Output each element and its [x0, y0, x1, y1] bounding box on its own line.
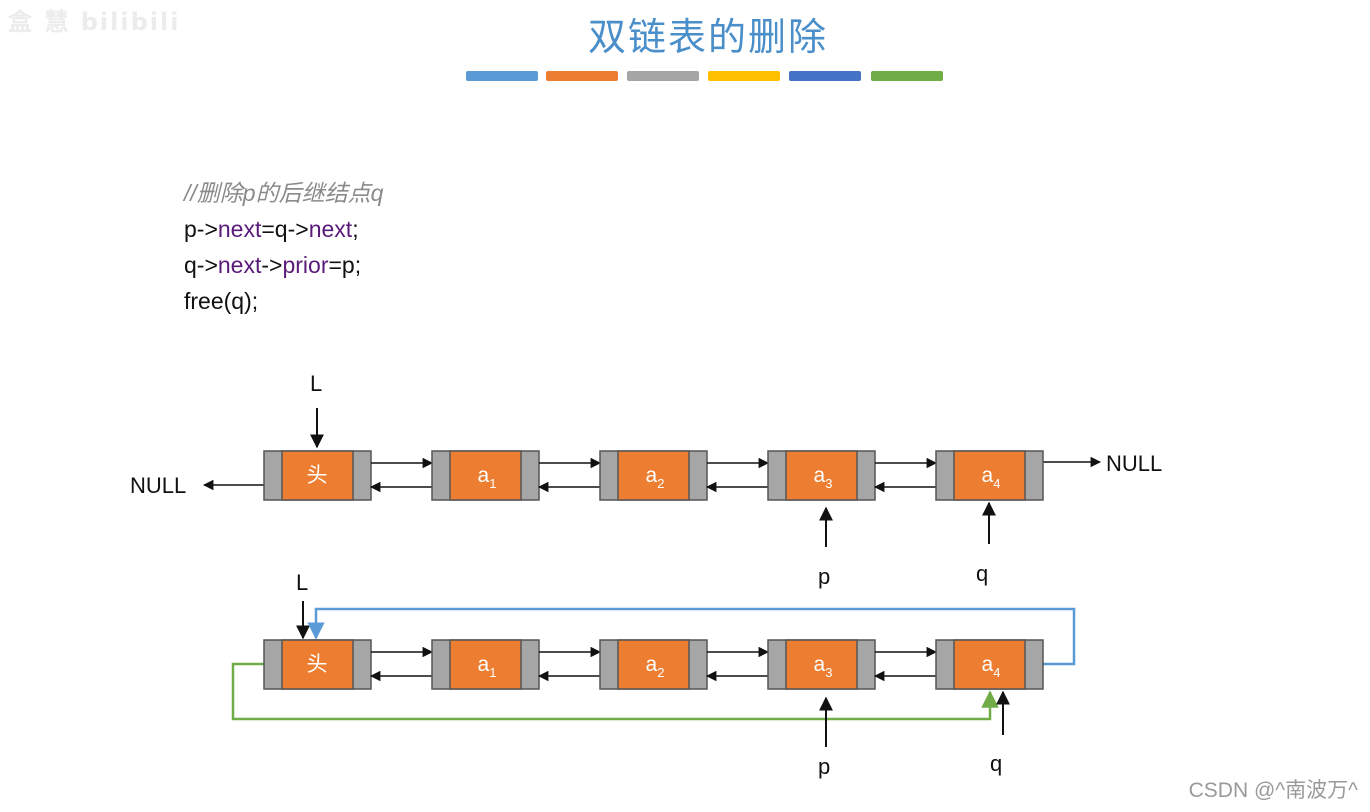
- top-node-1: a1: [431, 450, 540, 501]
- top-node-4: a4: [935, 450, 1044, 501]
- color-bar-orange: [546, 71, 618, 81]
- bottom-next-wrap-line: [307, 607, 1076, 666]
- color-bar-green: [871, 71, 943, 81]
- top-p-pointer-label: p: [818, 564, 830, 589]
- bottom-node-0-label: 头: [307, 653, 328, 676]
- color-bar-gray: [627, 71, 699, 81]
- page-title: 双链表的删除: [587, 15, 828, 59]
- bottom-prior-wrap-line: [231, 662, 999, 721]
- bottom-node-2: a2: [599, 639, 708, 690]
- bottom-node-1: a1: [431, 639, 540, 690]
- top-node-1-subscript: 1: [489, 476, 496, 491]
- top-q-pointer-label: q: [976, 561, 988, 586]
- top-null-right: NULL: [1106, 451, 1162, 476]
- bottom-q-pointer-label: q: [990, 751, 1002, 776]
- top-node-2-subscript: 2: [657, 476, 664, 491]
- bottom-node-1-subscript: 1: [489, 665, 496, 680]
- top-head-pointer-label: L: [310, 371, 322, 396]
- top-node-3-data: [785, 450, 858, 501]
- top-node-row: 头 a1 a2 a3 a4: [263, 450, 1044, 501]
- watermark-logo: 盒 慧 bilibili: [8, 8, 181, 36]
- bottom-node-2-subscript: 2: [657, 665, 664, 680]
- csdn-watermark: CSDN @^南波万^: [1188, 779, 1358, 802]
- top-node-0-data: [281, 450, 354, 501]
- top-node-3: a3: [767, 450, 876, 501]
- color-bar-blue: [466, 71, 538, 81]
- top-node-2: a2: [599, 450, 708, 501]
- top-null-left: NULL: [130, 473, 186, 498]
- bottom-node-4-data: [953, 639, 1026, 690]
- top-node-0: 头: [263, 450, 372, 501]
- top-node-3-subscript: 3: [825, 476, 832, 491]
- bottom-node-0-data: [281, 639, 354, 690]
- bottom-node-3-data: [785, 639, 858, 690]
- code-block: //删除p的后继结点q p->next=q->next; q->next->pr…: [184, 175, 383, 319]
- bottom-node-0: 头: [263, 639, 372, 690]
- color-bar-yellow: [708, 71, 780, 81]
- code-line-1: p->next=q->next;: [184, 216, 359, 242]
- top-node-4-subscript: 4: [993, 476, 1000, 491]
- bottom-head-pointer-label: L: [296, 570, 308, 595]
- code-line-2: q->next->prior=p;: [184, 252, 362, 278]
- code-comment: //删除p的后继结点q: [184, 180, 384, 206]
- color-bar-darkblue: [789, 71, 861, 81]
- bottom-node-1-data: [449, 639, 522, 690]
- top-node-4-data: [953, 450, 1026, 501]
- top-node-0-label: 头: [307, 464, 328, 487]
- bottom-p-pointer-label: p: [818, 754, 830, 779]
- code-line-3: free(q);: [184, 288, 259, 314]
- bottom-node-3: a3: [767, 639, 876, 690]
- bottom-node-4: a4: [935, 639, 1044, 690]
- bottom-node-4-subscript: 4: [993, 665, 1000, 680]
- top-node-2-data: [617, 450, 690, 501]
- bottom-node-3-subscript: 3: [825, 665, 832, 680]
- top-node-1-data: [449, 450, 522, 501]
- bottom-node-row: 头 a1 a2 a3 a4: [263, 639, 1044, 690]
- bottom-node-2-data: [617, 639, 690, 690]
